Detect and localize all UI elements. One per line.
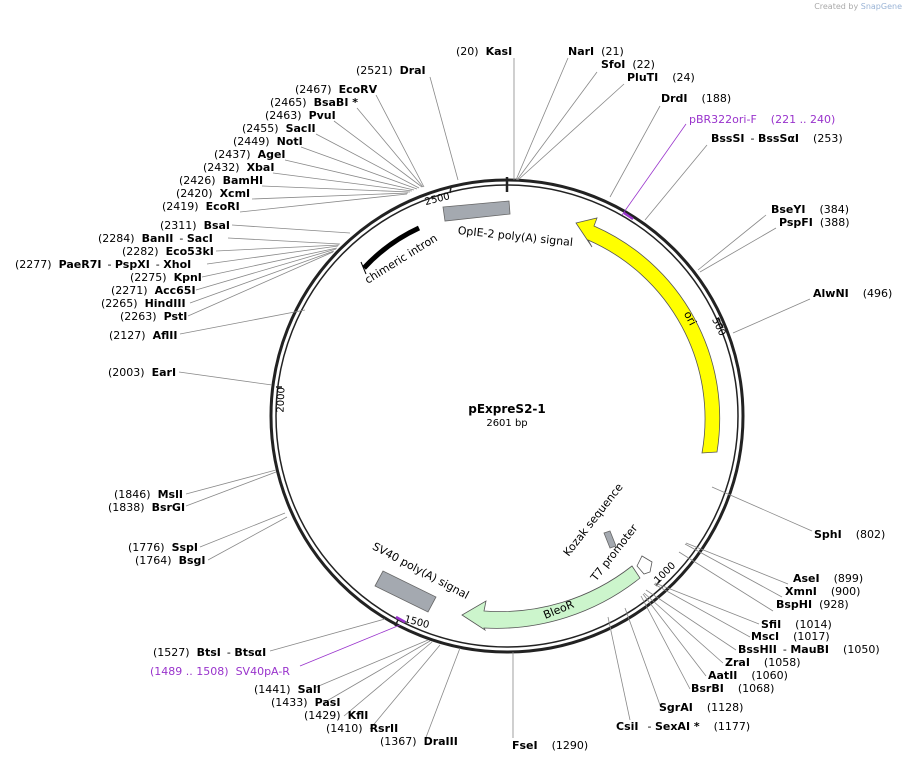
- site-bsabi[interactable]: (2465)BsaBI *: [270, 96, 358, 109]
- backbone-inner-ring: [275, 184, 739, 648]
- tick-1500-mark: [394, 619, 399, 627]
- site-paer7i[interactable]: (2277)PaeR7I- PspXI- XhoI: [15, 258, 191, 271]
- site-ecori[interactable]: (2419)EcoRI: [162, 200, 240, 213]
- site-labels: (20)KasI NarI(21) SfoI(22) PluTI(24) Drd…: [15, 45, 892, 752]
- site-sfoi[interactable]: SfoI(22): [601, 58, 655, 71]
- chimeric-intron-end-mark: [360, 261, 367, 275]
- tick-2500-mark: [449, 186, 452, 194]
- site-msli[interactable]: (1846)MslI: [114, 488, 183, 501]
- credit-prefix: Created by: [814, 2, 859, 11]
- pbr322ori-f-primer-mark: [623, 211, 634, 221]
- tick-2000: 2000: [276, 387, 288, 413]
- snapgene-logo: SnapGene: [860, 2, 902, 11]
- ori-label: ori: [681, 309, 699, 328]
- site-xmni[interactable]: XmnI(900): [785, 585, 860, 598]
- site-bsphi[interactable]: BspHI(928): [776, 598, 849, 611]
- snapgene-credit: Created by SnapGene: [814, 2, 902, 11]
- site-xbai[interactable]: (2432)XbaI: [203, 161, 274, 174]
- sv40-polya-signal-feature[interactable]: [374, 570, 437, 613]
- site-kfli[interactable]: (1429)KflI: [304, 709, 368, 722]
- site-drai[interactable]: (2521)DraI: [356, 64, 426, 77]
- tick-1000-mark: [655, 579, 661, 587]
- site-drdi[interactable]: DrdI(188): [661, 92, 731, 105]
- site-bsrgi[interactable]: (1838)BsrGI: [108, 501, 185, 514]
- opie2-polya-signal-feature[interactable]: [442, 200, 511, 222]
- tick-500: 500: [709, 316, 727, 338]
- site-pluti[interactable]: PluTI(24): [627, 71, 695, 84]
- site-agei[interactable]: (2437)AgeI: [214, 148, 286, 161]
- site-nari[interactable]: NarI(21): [568, 45, 624, 58]
- site-psti[interactable]: (2263)PstI: [120, 310, 187, 323]
- tick-500-mark: [717, 317, 724, 329]
- backbone: [269, 177, 745, 654]
- site-sacii[interactable]: (2455)SacII: [242, 122, 316, 135]
- site-sspi[interactable]: (1776)SspI: [128, 541, 198, 554]
- site-btsi[interactable]: (1527)BtsI- BtsαI: [153, 646, 266, 659]
- site-bseyi[interactable]: BseYI(384): [771, 203, 849, 216]
- site-pspfi[interactable]: PspFI(388): [779, 216, 850, 229]
- site-sfii[interactable]: SfiI(1014): [761, 618, 832, 631]
- site-sali[interactable]: (1441)SalI: [254, 683, 321, 696]
- site-alwni[interactable]: AlwNI(496): [813, 287, 892, 300]
- opie2-polya-signal-label: OpIE-2 poly(A) signal: [457, 224, 573, 249]
- sv40pa-r-primer-mark: [395, 615, 406, 624]
- primer-pbr322ori-f[interactable]: pBR322ori-F(221 .. 240): [689, 113, 835, 126]
- site-acc65i[interactable]: (2271)Acc65I: [111, 284, 196, 297]
- site-kasi[interactable]: (20)KasI: [456, 45, 512, 58]
- bleor-feature[interactable]: [461, 565, 641, 632]
- site-pvui[interactable]: (2463)PvuI: [265, 109, 336, 122]
- site-bsrbi[interactable]: BsrBI(1068): [691, 682, 774, 695]
- primer-sv40pa-r[interactable]: (1489 .. 1508)SV40pA-R: [150, 665, 290, 678]
- site-kpni[interactable]: (2275)KpnI: [130, 271, 202, 284]
- site-msci[interactable]: MscI(1017): [751, 630, 830, 643]
- site-asei[interactable]: AseI(899): [793, 572, 863, 585]
- site-rsrii[interactable]: (1410)RsrII: [326, 722, 398, 735]
- leader-lines: [178, 57, 813, 741]
- site-bsai[interactable]: (2311)BsaI: [160, 219, 230, 232]
- site-sgrai[interactable]: SgrAI(1128): [659, 701, 743, 714]
- site-sphi[interactable]: SphI(802): [814, 528, 885, 541]
- site-aatii[interactable]: AatII(1060): [708, 669, 788, 682]
- plasmid-length: 2601 bp: [486, 418, 527, 429]
- site-draiii[interactable]: (1367)DraIII: [380, 735, 458, 748]
- site-bsssi[interactable]: BssSI- BssSαI(253): [711, 132, 843, 145]
- chimeric-intron-feature[interactable]: [362, 225, 421, 270]
- site-eco53ki[interactable]: (2282)Eco53kI: [122, 245, 214, 258]
- site-bamhi[interactable]: (2426)BamHI: [179, 174, 263, 187]
- site-noti[interactable]: (2449)NotI: [233, 135, 303, 148]
- t7-promoter-feature[interactable]: [636, 555, 653, 575]
- site-xcmi[interactable]: (2420)XcmI: [176, 187, 250, 200]
- site-pasi[interactable]: (1433)PasI: [271, 696, 340, 709]
- site-bsshii[interactable]: BssHII- MauBI(1050): [738, 643, 880, 656]
- backbone-outer-ring: [269, 178, 745, 654]
- plasmid-name: pExpreS2-1: [468, 402, 546, 416]
- site-hindiii[interactable]: (2265)HindIII: [101, 297, 186, 310]
- site-fsei[interactable]: FseI(1290): [512, 739, 588, 752]
- site-banii[interactable]: (2284)BanII- SacI: [98, 232, 213, 245]
- site-eari[interactable]: (2003)EarI: [108, 366, 176, 379]
- site-bsgi[interactable]: (1764)BsgI: [135, 554, 205, 567]
- site-ecorv[interactable]: (2467)EcoRV: [295, 83, 378, 96]
- ori-feature[interactable]: [575, 217, 721, 454]
- site-csii[interactable]: CsiI- SexAI *(1177): [616, 720, 750, 733]
- site-aflii[interactable]: (2127)AflII: [109, 329, 177, 342]
- kozak-sequence-feature[interactable]: [603, 530, 617, 549]
- site-zrai[interactable]: ZraI(1058): [725, 656, 801, 669]
